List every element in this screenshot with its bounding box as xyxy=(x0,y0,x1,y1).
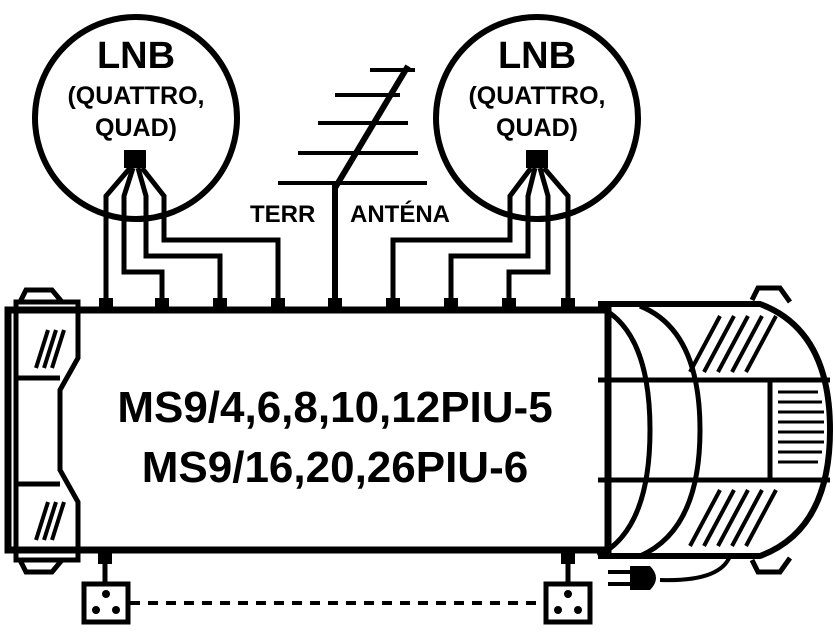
terrestrial-antenna: TERR ANTÉNA xyxy=(250,64,450,300)
lnb-right-dish xyxy=(433,14,641,222)
lnb-left-title: LNB xyxy=(97,35,175,77)
left-end-cap xyxy=(13,287,81,575)
lnb-left: LNB (QUATTRO, QUAD) xyxy=(32,14,281,300)
socket-left xyxy=(81,581,131,625)
lnb-right-cable-1 xyxy=(390,166,533,300)
right-cap-grille xyxy=(778,390,824,464)
multiswitch-body: MS9/4,6,8,10,12PIU-5 MS9/16,20,26PIU-6 xyxy=(4,285,834,575)
lnb-left-cable-4 xyxy=(140,166,281,300)
lnb-right-cable-4 xyxy=(542,166,571,300)
antenna-label-right: ANTÉNA xyxy=(350,200,450,228)
right-cap-vent-bottom xyxy=(688,489,778,547)
socket-right xyxy=(543,581,593,625)
lnb-right-line2: (QUATTRO, xyxy=(468,82,605,110)
lnb-right-line3: QUAD) xyxy=(496,114,578,142)
antenna-boom xyxy=(332,64,411,190)
right-cap-vent-top xyxy=(688,315,778,373)
lnb-left-feed xyxy=(124,150,146,168)
lnb-right-cable-2 xyxy=(448,167,538,300)
lnb-left-cable-2 xyxy=(121,167,165,300)
output-sockets xyxy=(81,550,593,625)
lnb-left-line3: QUAD) xyxy=(95,114,177,142)
lnb-left-line2: (QUATTRO, xyxy=(67,82,204,110)
right-end-cap xyxy=(596,285,834,575)
multiswitch-main-box xyxy=(4,306,612,554)
lnb-right-cable-3 xyxy=(506,167,551,300)
lnb-right: LNB (QUATTRO, QUAD) xyxy=(390,14,641,300)
lnb-left-cable-3 xyxy=(135,167,223,300)
power-plug-icon xyxy=(608,555,732,590)
lnb-left-dish xyxy=(32,14,240,222)
model-line-1: MS9/4,6,8,10,12PIU-5 xyxy=(117,383,552,432)
lnb-left-cable-1 xyxy=(103,166,132,300)
lnb-right-title: LNB xyxy=(498,35,576,77)
antenna-label-left: TERR xyxy=(250,201,315,228)
lnb-right-feed xyxy=(526,150,548,168)
model-line-2: MS9/16,20,26PIU-6 xyxy=(142,443,528,492)
